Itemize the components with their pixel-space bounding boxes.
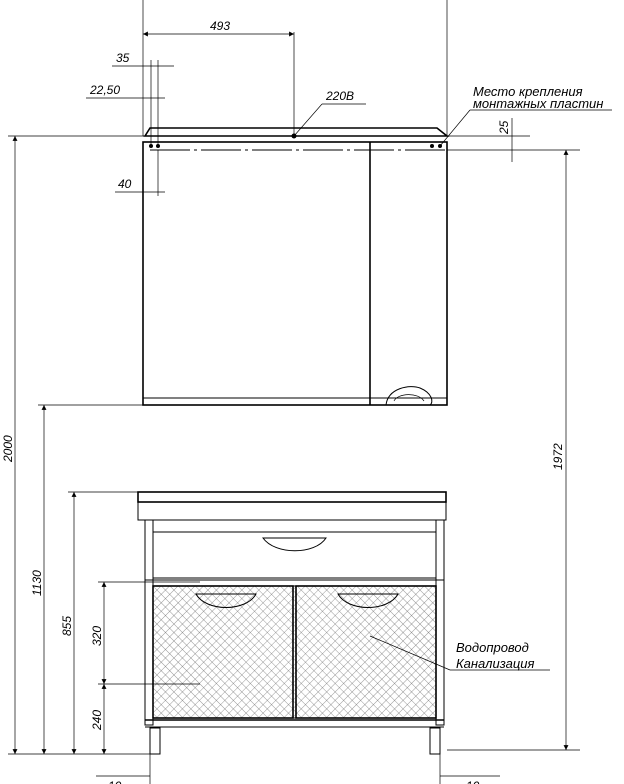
dim-320: 320	[90, 626, 104, 646]
dim-240: 240	[90, 710, 104, 731]
mirror-cabinet	[142, 127, 450, 406]
water-note-line1: Водопровод	[456, 640, 529, 655]
mount-note-line1: Место крепления	[473, 84, 583, 99]
dim-35: 35	[116, 51, 130, 65]
dim-22-50: 22,50	[89, 83, 120, 97]
dim-10-left: 10	[108, 779, 122, 784]
dim-855: 855	[60, 616, 74, 636]
dim-40: 40	[118, 177, 132, 191]
dim-220v: 220В	[325, 89, 354, 103]
dim-1972: 1972	[551, 443, 565, 470]
dimension-lines	[8, 0, 612, 784]
dim-1130: 1130	[30, 570, 44, 596]
dim-493: 493	[210, 19, 230, 33]
dim-2000: 2000	[1, 435, 15, 463]
mount-note-line2: монтажных пластин	[473, 96, 603, 111]
dim-25: 25	[497, 120, 511, 135]
dim-10-right: 10	[466, 779, 480, 784]
water-note-line2: Канализация	[456, 656, 534, 671]
vanity-unit	[137, 491, 447, 755]
